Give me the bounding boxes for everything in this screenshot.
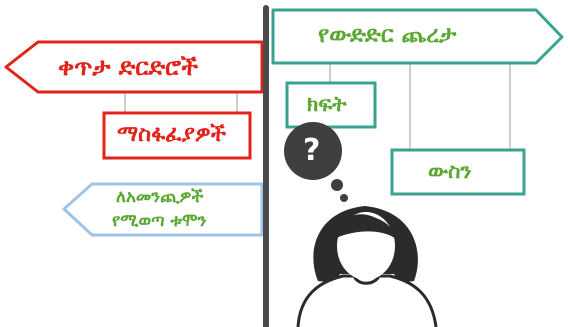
competition-label: የውድድር ጨረታ xyxy=(318,22,457,48)
trust-building-arrow xyxy=(62,182,264,237)
mediations-box xyxy=(102,111,252,160)
trust-building-label-line1: ለአመንጪዎች xyxy=(116,187,204,207)
question-mark-icon: ? xyxy=(303,133,321,168)
direct-negotiations-arrow xyxy=(4,40,264,94)
competition-arrow xyxy=(271,8,564,65)
trust-building-label-line2: የሚወጣ ቱሞን xyxy=(112,211,207,231)
mediations-label: ማስፋፈያዎች xyxy=(117,122,227,147)
open-box xyxy=(285,81,377,129)
thought-dot xyxy=(340,194,348,202)
person-icon xyxy=(296,206,438,327)
limited-box xyxy=(390,148,526,196)
thought-bubble xyxy=(284,122,342,180)
open-label: ክፍት xyxy=(307,92,347,116)
thought-dot xyxy=(331,179,343,191)
limited-label: ውስን xyxy=(428,159,472,183)
direct-negotiations-label: ቀጥታ ድርድሮች xyxy=(58,53,199,81)
